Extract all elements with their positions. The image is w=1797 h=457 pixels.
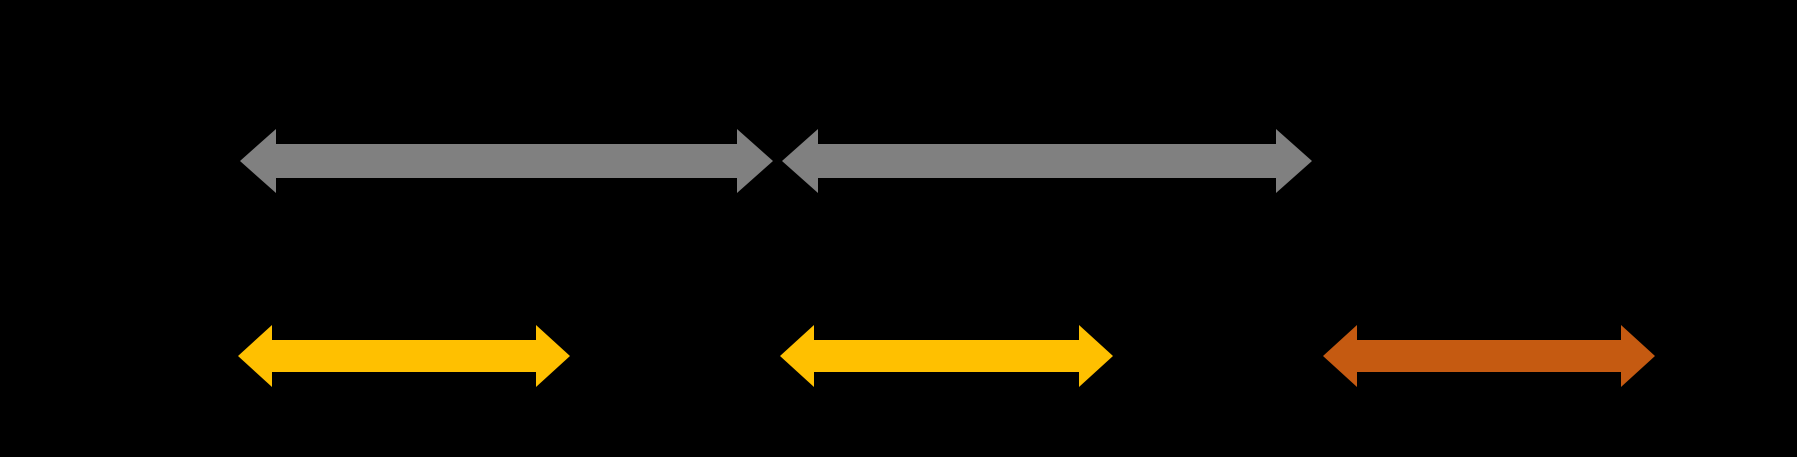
gold-double-arrow-bottom-left (238, 325, 570, 387)
gold-double-arrow-bottom-middle (780, 325, 1113, 387)
gray-double-arrow-top-right (782, 129, 1312, 193)
orange-double-arrow-bottom-right (1323, 325, 1655, 387)
gray-double-arrow-top-left (240, 129, 773, 193)
